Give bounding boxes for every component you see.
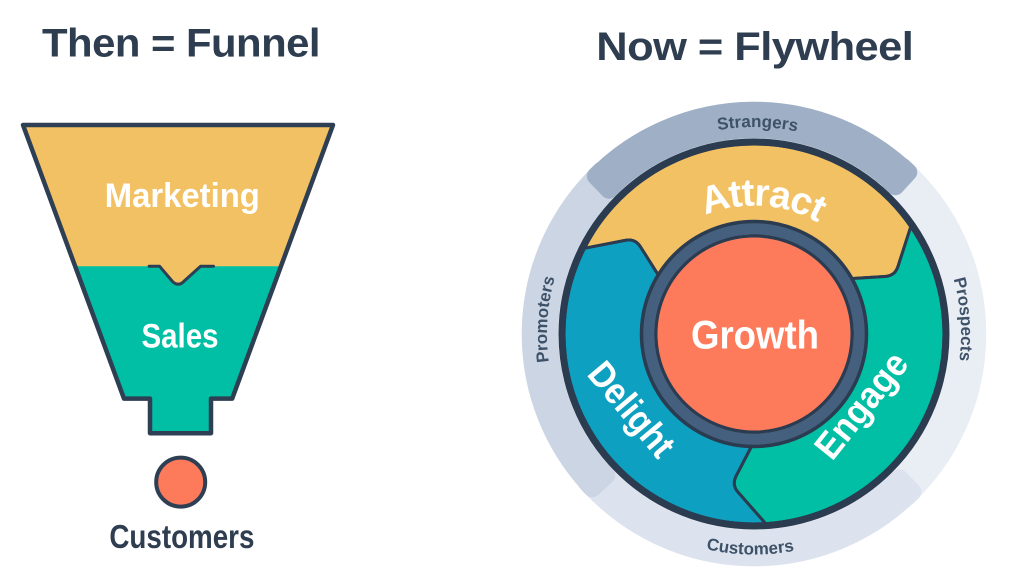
- funnel-stage-notch-outline: [147, 264, 215, 286]
- flywheel-hub-inner-outline: [654, 234, 854, 434]
- flywheel-ring-cap-bottom-right: [884, 469, 922, 507]
- funnel-title: Then = Funnel: [42, 21, 320, 65]
- flywheel-ring-cap-top-right: [880, 157, 918, 196]
- flywheel-disc-border: [558, 138, 950, 530]
- funnel-customers-dot: [154, 455, 208, 509]
- flywheel-hub-outer-outline: [639, 219, 869, 449]
- funnel-sales-stage: [75, 266, 281, 434]
- funnel-marketing-label: Marketing: [105, 177, 260, 215]
- funnel-outline: [20, 122, 336, 436]
- flywheel-ring-arc-left: [521, 166, 619, 492]
- flywheel-growth-label: Growth: [691, 313, 819, 357]
- funnel-customers-label: Customers: [109, 518, 254, 555]
- flywheel-ring-cap-top-left: [586, 161, 624, 199]
- flywheel-strangers-label: Strangers: [716, 112, 800, 135]
- funnel-diagram: Then = Funnel Marketing Sales Customers: [20, 21, 336, 555]
- flywheel-diagram: Now = Flywheel Strangers Prospects Custo…: [521, 25, 987, 567]
- funnel-stage-notch: [159, 264, 201, 285]
- flywheel-ring-cap-bottom-left: [577, 460, 616, 498]
- flywheel-hub-slate-ring: [642, 222, 866, 446]
- flywheel-title: Now = Flywheel: [596, 25, 913, 69]
- flywheel-ring-arc-top: [592, 101, 912, 194]
- funnel-sales-label: Sales: [142, 317, 219, 355]
- flywheel-ring-arc-bottom: [583, 466, 916, 567]
- flywheel-growth-circle: [657, 237, 851, 431]
